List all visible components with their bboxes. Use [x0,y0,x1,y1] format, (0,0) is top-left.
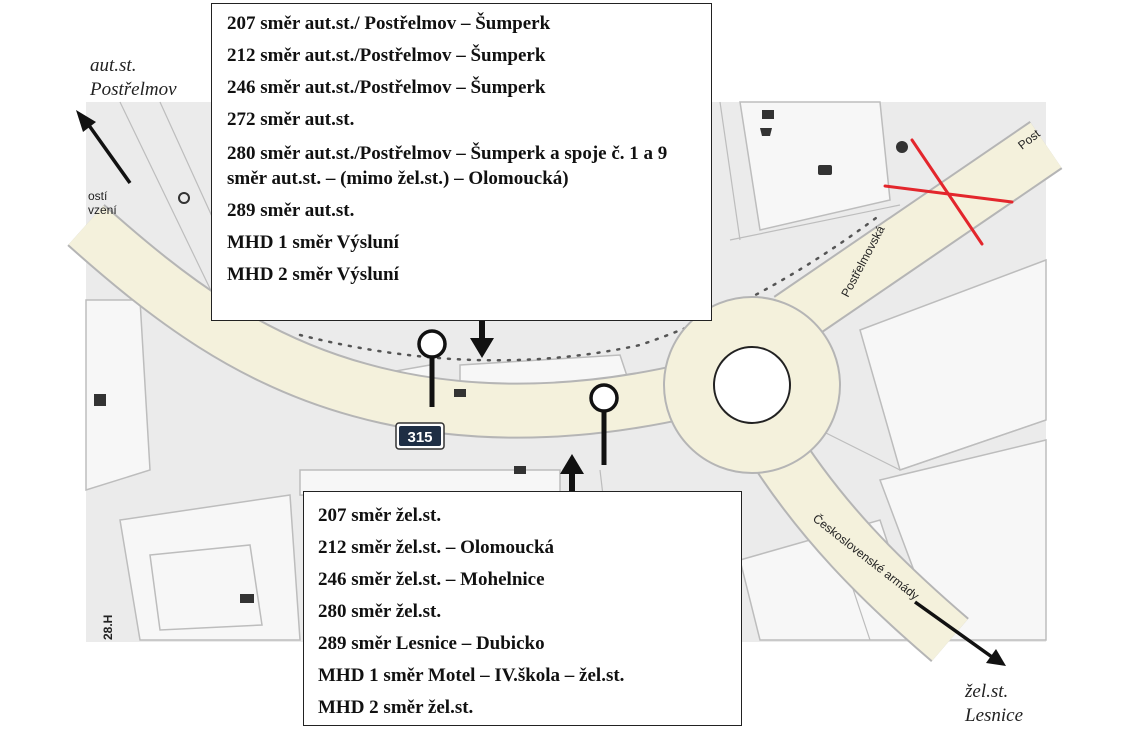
departure-line: MHD 1 směr Motel – IV.škola – žel.st. [318,665,625,686]
departure-line: 246 směr žel.st. – Mohelnice [318,569,545,590]
direction-label-postrelmov-line2: Postřelmov [90,79,177,100]
departure-line: MHD 1 směr Výsluní [227,232,399,253]
road-number-label: 315 [407,429,432,446]
closed-road-cross-icon [883,138,1014,246]
departure-line: 207 směr aut.st./ Postřelmov – Šumperk [227,13,551,34]
building-icon [240,594,254,603]
bus-icon-2 [514,466,526,474]
bus-stop-marker-south [589,383,619,465]
direction-label-lesnice: žel.st. Lesnice [965,680,1023,728]
departures-box-north-stop: 207 směr aut.st./ Postřelmov – Šumperk 2… [211,3,712,321]
departure-line: MHD 2 směr Výsluní [227,264,399,285]
car-icon [818,165,832,175]
roundabout-island [713,346,791,424]
departure-line: 207 směr žel.st. [318,505,442,526]
departure-line: 246 směr aut.st./Postřelmov – Šumperk [227,77,546,98]
bus-stop-marker-north [417,329,447,407]
arrow-up-icon [560,454,584,492]
departure-line: 212 směr aut.st./Postřelmov – Šumperk [227,45,546,66]
departure-line: 289 směr aut.st. [227,200,355,221]
cross-marker-icon [896,141,908,153]
mail-icon [762,110,774,119]
side-text-1: ostí [88,189,108,203]
parking-icon [94,394,106,406]
departure-line: 280 směr aut.st./Postřelmov – Šumperk a … [227,143,668,189]
arrow-northwest-icon [76,110,132,185]
direction-label-lesnice-line1: žel.st. [965,681,1009,702]
side-text-2: vzení [88,203,117,217]
house-number-label: 28.H [101,615,115,640]
direction-label-postrelmov-line1: aut.st. [90,55,137,76]
direction-label-postrelmov: aut.st. Postřelmov [90,54,177,102]
arrow-southeast-icon [913,600,1006,666]
shelter-icon [178,192,190,204]
departure-line: 212 směr žel.st. – Olomoucká [318,537,555,558]
shop-icon [760,128,772,136]
poi-icons [94,110,908,603]
dotted-footpath [298,213,882,362]
departures-box-south-stop: 207 směr žel.st. 212 směr žel.st. – Olom… [303,491,742,726]
departure-line: 280 směr žel.st. [318,601,442,622]
departure-line: 289 směr Lesnice – Dubicko [318,633,545,654]
departure-line: 272 směr aut.st. [227,109,355,130]
direction-label-lesnice-line2: Lesnice [965,705,1024,726]
bus-icon-1 [454,389,466,397]
arrow-down-icon [470,320,494,358]
departure-line: MHD 2 směr žel.st. [318,697,474,718]
